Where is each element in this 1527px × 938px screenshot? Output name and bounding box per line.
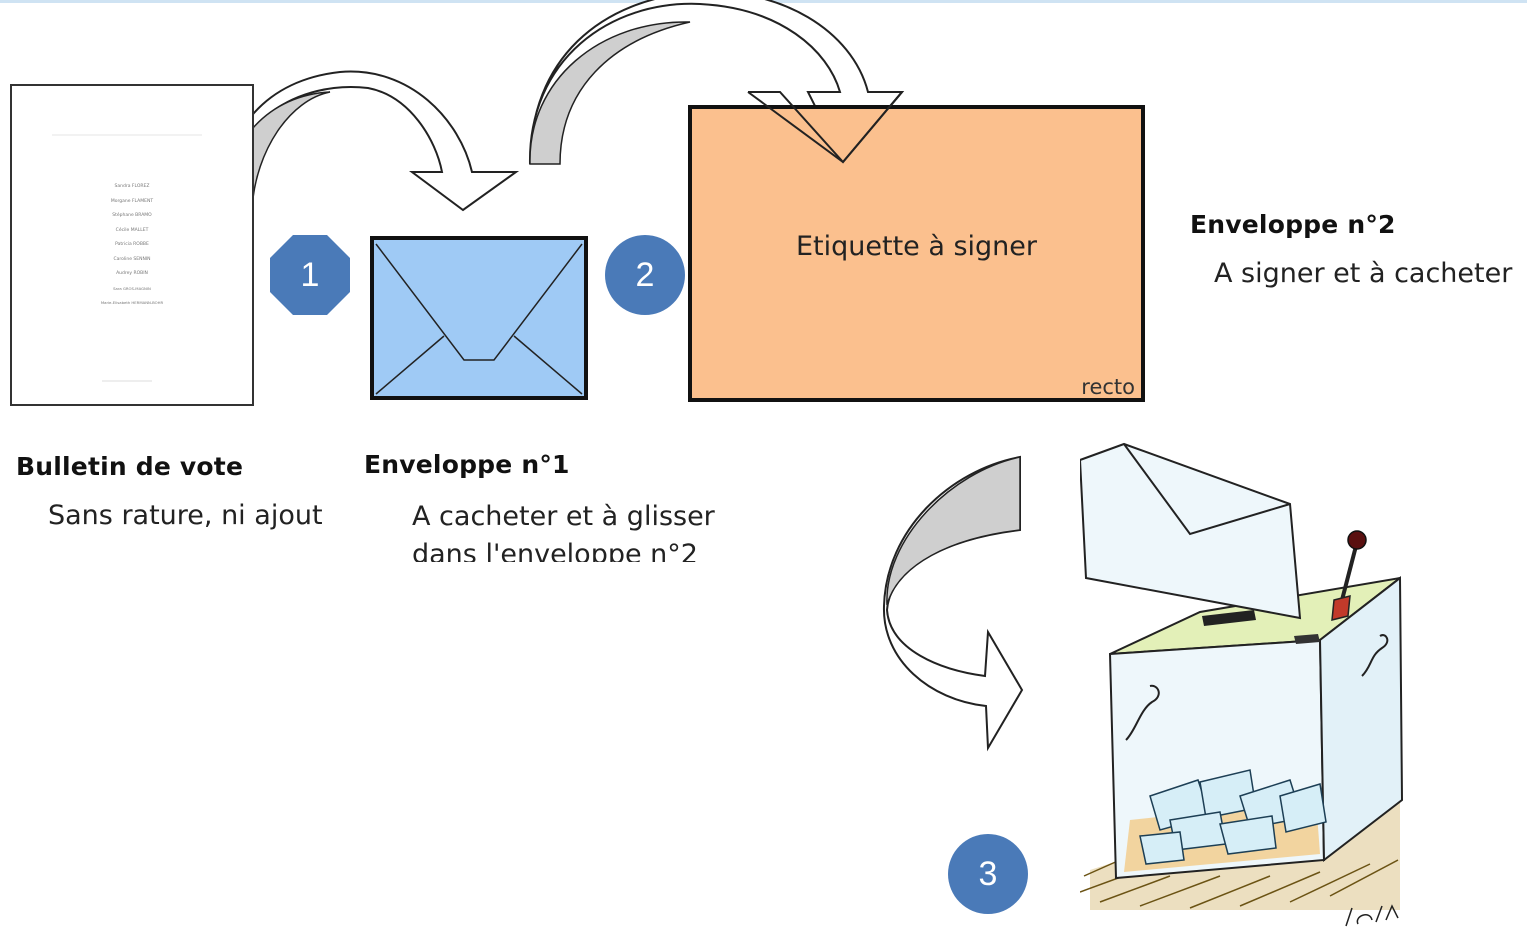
arrow-envelope1-to-envelope2-shade	[529, 21, 691, 165]
ballot-candidate-name: Sara GROS-MAGNIN	[113, 285, 151, 291]
step-2-badge: 2	[603, 233, 687, 317]
envelope-2: Etiquette à signer recto	[688, 105, 1145, 402]
envelope-1-description-line1: A cacheter et à glisser	[412, 501, 715, 532]
ballot-paper: Sandra FLOREZ Morgane FLAMENT Stéphane B…	[10, 84, 254, 406]
arrow-ballot-to-envelope1	[220, 70, 520, 212]
ballot-candidate-name: Patricia ROBBE	[115, 242, 149, 247]
ballot-description: Sans rature, ni ajout	[48, 500, 323, 531]
ballot-heading: Bulletin de vote	[16, 452, 244, 481]
ballot-candidate-name: Caroline SENNIN	[113, 256, 151, 262]
step-2-number: 2	[635, 256, 655, 294]
arrow-envelope2-to-ballotbox-shade	[886, 456, 1021, 606]
ballot-candidate-name: Morgane FLAMENT	[110, 198, 154, 204]
ballot-candidate-list: Sandra FLOREZ Morgane FLAMENT Stéphane B…	[12, 180, 252, 311]
step-3-number: 3	[978, 855, 998, 893]
envelope-1-description: A cacheter et à glisser dans l'enveloppe…	[412, 498, 772, 562]
step-1-number: 1	[300, 256, 320, 294]
arrow-envelope1-to-envelope2-head	[747, 91, 905, 164]
envelope-2-description: A signer et à cacheter	[1214, 258, 1513, 289]
ballot-box-illustration	[1080, 442, 1404, 927]
envelope-1-description-line2: dans l'enveloppe n°2	[412, 539, 698, 562]
envelope-2-label: Etiquette à signer	[795, 231, 1038, 262]
envelope-2-heading: Enveloppe n°2	[1190, 210, 1396, 239]
ballot-candidate-name: Cécile MALLET	[115, 227, 149, 233]
envelope-2-side-label: recto	[1081, 375, 1135, 399]
step-3-badge: 3	[946, 832, 1030, 916]
ballot-candidate-name: Sandra FLOREZ	[114, 184, 150, 189]
envelope-1	[370, 236, 588, 400]
ballot-candidate-name: Marie-Elisabeth HERMANN-BOHR	[100, 300, 164, 305]
ballot-candidate-name: Stéphane BRAMO	[112, 213, 152, 218]
envelope-1-heading: Enveloppe n°1	[364, 450, 570, 479]
ballot-candidate-name: Audrey ROBIN	[116, 271, 148, 276]
step-1-badge: 1	[268, 233, 352, 317]
envelope-1-flap-lines	[375, 243, 583, 395]
